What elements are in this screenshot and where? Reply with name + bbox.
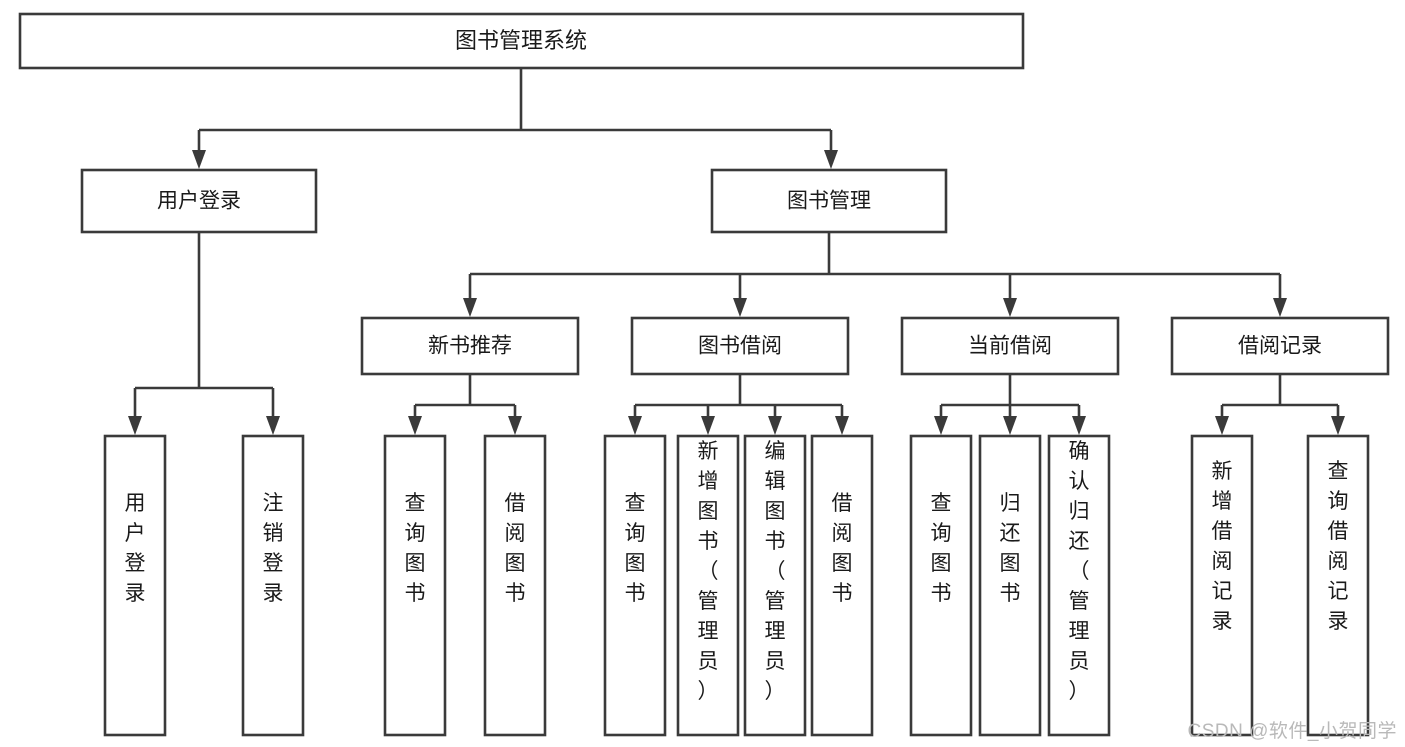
node-new-book-recommend[interactable]: 新书推荐	[360, 316, 580, 376]
leaf-book-borrow-3[interactable]: 借阅图书	[810, 434, 874, 737]
node-root-label: 图书管理系统	[455, 28, 587, 53]
leaf-book-borrow-3-label: 借阅图书	[832, 492, 853, 605]
arrow-nbr-leaf0-icon	[408, 416, 422, 435]
arrow-cb-leaf1-icon	[1003, 416, 1017, 435]
node-book-management-label: 图书管理	[787, 190, 871, 213]
arrow-bm-l3-2-icon	[1003, 298, 1017, 317]
node-root-box	[18, 12, 1025, 70]
leaf-new-book-recommend-1-label: 借阅图书	[505, 492, 526, 605]
leaf-book-borrow-0[interactable]: 查询图书	[603, 434, 667, 737]
arrow-nbr-leaf1-icon	[508, 416, 522, 435]
node-borrow-record-box	[1170, 316, 1390, 376]
leaf-current-borrow-2-box	[1047, 434, 1111, 737]
arrow-ul-leaf0-icon	[128, 416, 142, 435]
node-book-borrow-box	[630, 316, 850, 376]
leaf-book-borrow-1-box	[676, 434, 740, 737]
node-borrow-record[interactable]: 借阅记录	[1170, 316, 1390, 376]
leaf-new-book-recommend-0-box	[383, 434, 447, 737]
leaf-book-borrow-3-box	[810, 434, 874, 737]
arrow-bm-l3-0-icon	[463, 298, 477, 317]
leaf-book-borrow-1-label: 新增图书（管理员）	[698, 440, 719, 703]
node-user-login-label: 用户登录	[157, 190, 241, 213]
arrow-to-user-login-icon	[192, 150, 206, 169]
leaf-book-borrow-1[interactable]: 新增图书（管理员）	[676, 434, 740, 737]
arrow-br-leaf0-icon	[1215, 416, 1229, 435]
node-current-borrow-label: 当前借阅	[968, 335, 1052, 358]
leaf-book-borrow-0-box	[603, 434, 667, 737]
leaf-user-login-0-label: 用户登录	[125, 492, 146, 605]
leaf-current-borrow-1-box	[978, 434, 1042, 737]
node-new-book-recommend-box	[360, 316, 580, 376]
node-root[interactable]: 图书管理系统	[18, 12, 1025, 70]
leaf-book-borrow-2-label: 编辑图书（管理员）	[765, 440, 786, 703]
leaf-borrow-record-1[interactable]: 查询借阅记录	[1306, 434, 1370, 737]
leaf-current-borrow-1[interactable]: 归还图书	[978, 434, 1042, 737]
leaf-current-borrow-2-label: 确认归还（管理员）	[1069, 440, 1090, 703]
arrow-bm-l3-3-icon	[1273, 298, 1287, 317]
node-new-book-recommend-label: 新书推荐	[428, 335, 512, 358]
leaf-user-login-0-box	[103, 434, 167, 737]
leaf-current-borrow-1-label: 归还图书	[1000, 492, 1021, 605]
arrow-cb-leaf0-icon	[934, 416, 948, 435]
leaf-book-borrow-2[interactable]: 编辑图书（管理员）	[743, 434, 807, 737]
leaf-user-login-1-label: 注销登录	[263, 492, 284, 605]
leaf-book-borrow-2-box	[743, 434, 807, 737]
node-book-management-box	[710, 168, 948, 234]
leaf-new-book-recommend-0[interactable]: 查询图书	[383, 434, 447, 737]
arrow-bb-leaf3-icon	[835, 416, 849, 435]
node-borrow-record-label: 借阅记录	[1238, 335, 1322, 358]
leaf-user-login-1[interactable]: 注销登录	[241, 434, 305, 737]
arrow-br-leaf1-icon	[1331, 416, 1345, 435]
arrow-to-book-mgmt-icon	[824, 150, 838, 169]
leaf-current-borrow-2[interactable]: 确认归还（管理员）	[1047, 434, 1111, 737]
leaf-new-book-recommend-1-box	[483, 434, 547, 737]
arrow-bb-leaf2-icon	[768, 416, 782, 435]
leaf-new-book-recommend-0-label: 查询图书	[405, 492, 426, 605]
node-book-borrow[interactable]: 图书借阅	[630, 316, 850, 376]
leaf-borrow-record-1-box	[1306, 434, 1370, 737]
arrow-bm-l3-1-icon	[733, 298, 747, 317]
leaf-user-login-1-box	[241, 434, 305, 737]
leaf-borrow-record-0-box	[1190, 434, 1254, 737]
node-user-login[interactable]: 用户登录	[80, 168, 318, 234]
leaf-borrow-record-0[interactable]: 新增借阅记录	[1190, 434, 1254, 737]
leaf-current-borrow-0-box	[909, 434, 973, 737]
arrow-cb-leaf2-icon	[1072, 416, 1086, 435]
node-current-borrow-box	[900, 316, 1120, 376]
leaf-user-login-0[interactable]: 用户登录	[103, 434, 167, 737]
leaf-current-borrow-0[interactable]: 查询图书	[909, 434, 973, 737]
leaf-new-book-recommend-1[interactable]: 借阅图书	[483, 434, 547, 737]
leaf-borrow-record-1-label: 查询借阅记录	[1328, 460, 1349, 633]
arrow-bb-leaf1-icon	[701, 416, 715, 435]
leaf-borrow-record-0-label: 新增借阅记录	[1212, 460, 1233, 633]
arrow-ul-leaf1-icon	[266, 416, 280, 435]
node-book-management[interactable]: 图书管理	[710, 168, 948, 234]
node-book-borrow-label: 图书借阅	[698, 335, 782, 358]
node-current-borrow[interactable]: 当前借阅	[900, 316, 1120, 376]
leaf-current-borrow-0-label: 查询图书	[931, 492, 952, 605]
leaf-book-borrow-0-label: 查询图书	[625, 492, 646, 605]
arrow-bb-leaf0-icon	[628, 416, 642, 435]
